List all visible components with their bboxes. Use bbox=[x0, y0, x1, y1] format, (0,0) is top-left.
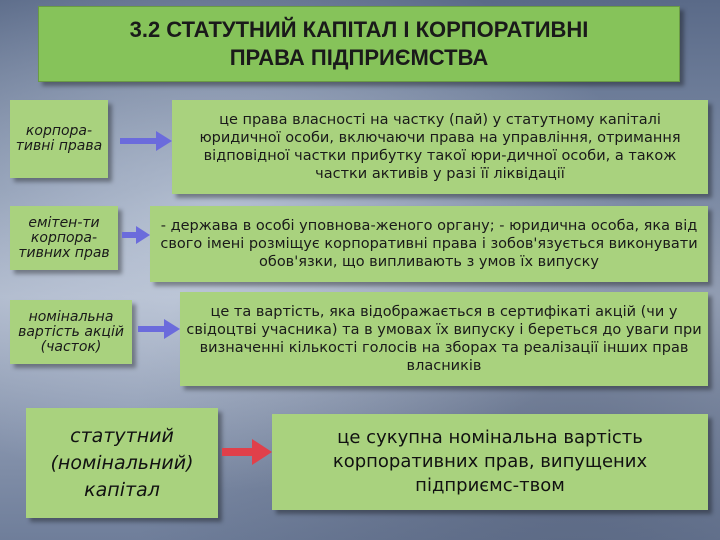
term-box-nominal-value: номінальна вартість акцій (часток) bbox=[10, 300, 132, 364]
definition-box-nominal-value: це та вартість, яка відображається в сер… bbox=[180, 292, 708, 386]
definition-box-issuers: - держава в особі уповнова-женого органу… bbox=[150, 206, 708, 282]
definition-box-authorized-capital: це сукупна номінальна вартість корпорати… bbox=[272, 414, 708, 510]
term-label: корпора-тивні права bbox=[15, 123, 103, 154]
page-title: 3.2 СТАТУТНИЙ КАПІТАЛ І КОРПОРАТИВНІ ПРА… bbox=[38, 6, 680, 82]
arrow-right-icon bbox=[138, 319, 180, 339]
term-label: номінальна вартість акцій (часток) bbox=[18, 308, 124, 355]
term-label: статутний (номінальний) капітал bbox=[50, 424, 194, 501]
arrow-right-icon bbox=[122, 226, 150, 244]
definition-text: це та вартість, яка відображається в сер… bbox=[186, 304, 702, 374]
definition-text: це права власності на частку (пай) у ста… bbox=[199, 112, 681, 182]
arrow-right-icon bbox=[120, 131, 172, 151]
term-box-issuers: емітен-ти корпора-тивних прав bbox=[10, 206, 118, 270]
definition-text: це сукупна номінальна вартість корпорати… bbox=[332, 427, 648, 496]
arrow-right-icon bbox=[222, 439, 272, 465]
term-box-corporate-rights: корпора-тивні права bbox=[10, 100, 108, 178]
term-label: емітен-ти корпора-тивних прав bbox=[18, 214, 110, 261]
term-box-authorized-capital: статутний (номінальний) капітал bbox=[26, 408, 218, 518]
definition-box-corporate-rights: це права власності на частку (пай) у ста… bbox=[172, 100, 708, 194]
definition-text: - держава в особі уповнова-женого органу… bbox=[160, 218, 698, 270]
